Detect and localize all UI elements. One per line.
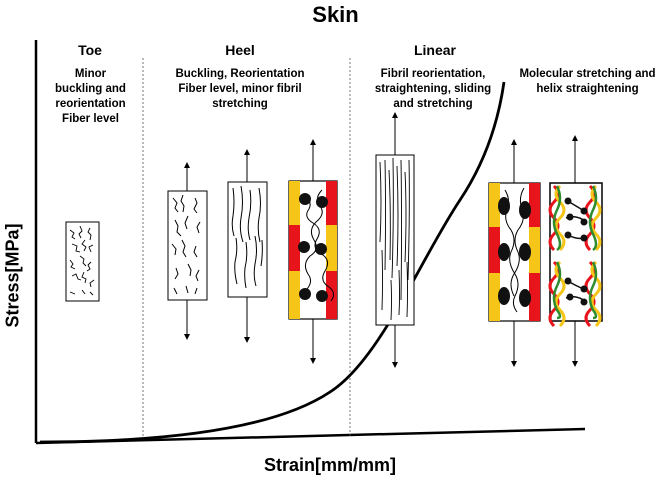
heel-fiber-specimen-1 [167,162,208,340]
x-axis-label: Strain[mm/mm] [263,455,397,475]
toe-region-title: Toe [78,42,102,58]
heel-fiber-specimen-2 [227,149,268,343]
diagram-title: Skin [312,2,359,27]
heel-region-title: Heel [225,42,255,58]
toe-fiber-specimen [65,221,100,302]
toe-region-description: Minor buckling and reorientation Fiber l… [55,68,126,125]
linear-region-description: Fibril reorientation, straightening, sli… [374,68,492,110]
molecular-region-description: Molecular stretching and helix straighte… [519,68,656,95]
linear-fibril-specimen [488,139,541,367]
linear-fiber-specimen [375,112,415,368]
heel-fibril-specimen [288,139,338,364]
y-axis-label: Stress[MPa] [2,223,23,328]
stress-strain-curve [39,81,506,444]
helix-molecule-specimen [548,135,603,367]
linear-region-title: Linear [413,42,456,58]
heel-region-description: Buckling, Reorientation Fiber level, min… [175,68,305,110]
